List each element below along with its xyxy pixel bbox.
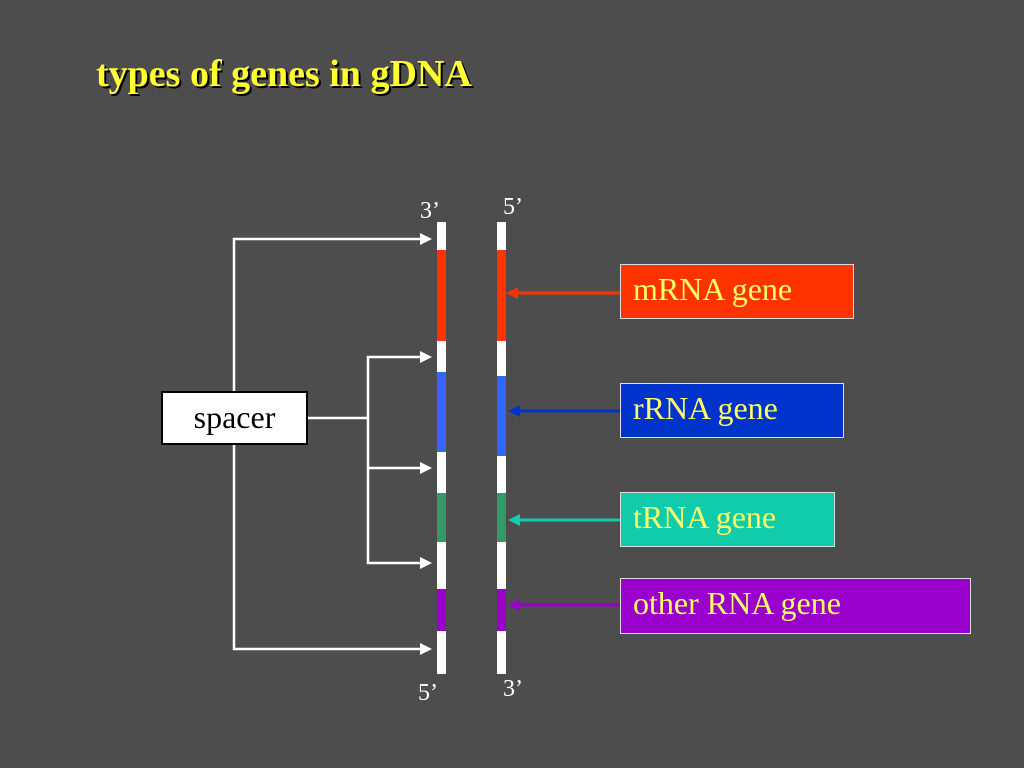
spacer-outer-arrowheads [420, 233, 432, 655]
spacer-label: spacer [193, 399, 276, 435]
segment-left-other [437, 589, 446, 631]
segment-right-other [497, 589, 506, 631]
spacer-label-box: spacer [161, 391, 308, 445]
other-rna-gene-box: other RNA gene [620, 578, 971, 634]
mrna-gene-label: mRNA gene [633, 271, 793, 307]
rrna-gene-box: rRNA gene [620, 383, 844, 438]
segment-left-mrna [437, 250, 446, 341]
segment-right-trna [497, 493, 506, 542]
arrow-rrna [508, 405, 620, 417]
spacer-inner-bracket [308, 355, 424, 565]
strand-right-top-label: 5’ [503, 194, 523, 220]
strand-left-top-label: 3’ [420, 198, 440, 224]
trna-gene-label: tRNA gene [633, 499, 777, 535]
segment-right-rrna [497, 376, 506, 456]
spacer-inner-arrowheads [420, 351, 432, 569]
rrna-gene-label: rRNA gene [633, 390, 778, 426]
strand-right-bottom-label: 3’ [503, 676, 523, 702]
slide-title: types of genes in gDNA [96, 53, 472, 95]
segment-left-trna [437, 493, 446, 542]
arrow-mrna [506, 287, 620, 299]
mrna-gene-box: mRNA gene [620, 264, 854, 319]
other-rna-gene-label: other RNA gene [633, 585, 841, 621]
arrow-other-rna [508, 599, 620, 611]
segment-left-rrna [437, 372, 446, 452]
arrow-trna [508, 514, 620, 526]
segment-right-mrna [497, 250, 506, 341]
strand-left-bottom-label: 5’ [418, 680, 438, 706]
spacer-outer-bracket [232, 237, 424, 651]
trna-gene-box: tRNA gene [620, 492, 835, 547]
